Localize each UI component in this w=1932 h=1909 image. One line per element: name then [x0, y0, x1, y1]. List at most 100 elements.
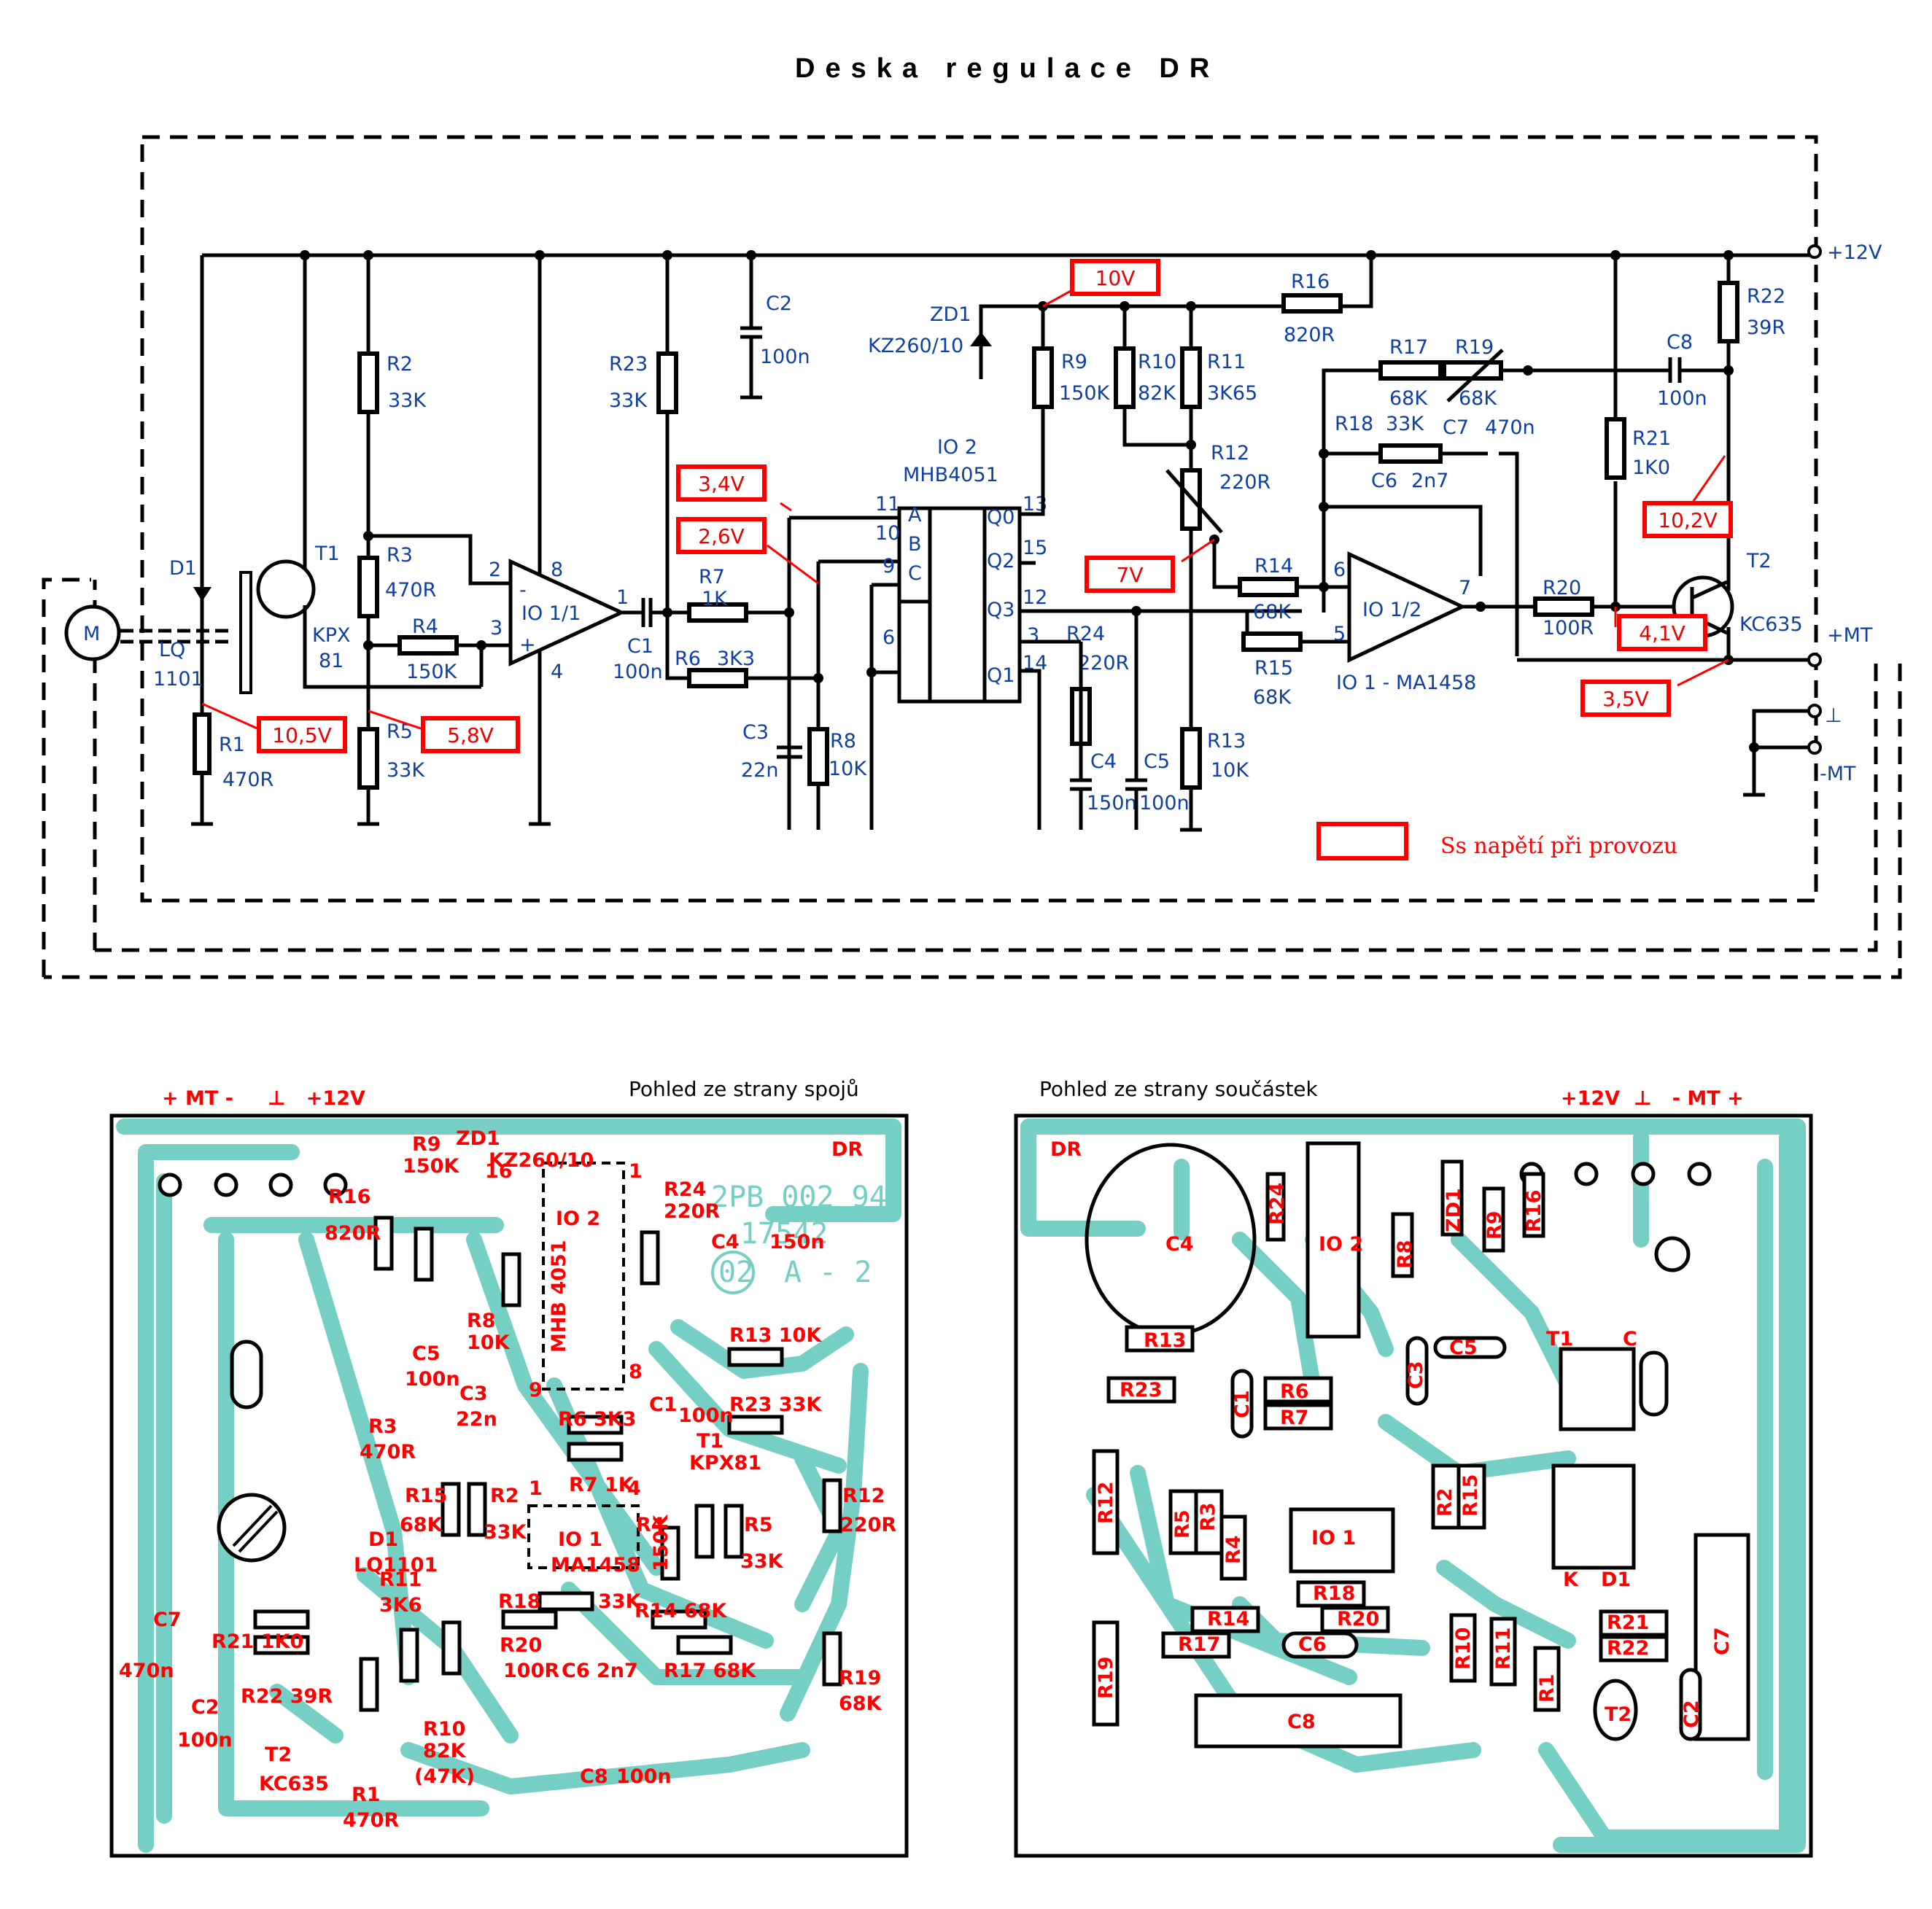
r18-value: 33K	[1386, 413, 1424, 435]
c6-value: 2n7	[1411, 470, 1448, 492]
r6-outline	[567, 1415, 624, 1435]
pad-gnd[interactable]	[268, 1173, 293, 1197]
pad-gnd-r[interactable]	[1574, 1162, 1599, 1186]
pcb-left-label: R5	[744, 1514, 773, 1536]
pad-plus-mt-r[interactable]	[1687, 1162, 1712, 1186]
c2-outline-r	[1679, 1668, 1702, 1741]
pin-4: 4	[551, 661, 563, 683]
pcb-left-label: 16	[485, 1160, 513, 1183]
c4-value: 150n	[1087, 792, 1137, 814]
r11-outline	[399, 1628, 419, 1683]
pin-15: 15	[1023, 537, 1047, 559]
terminal-gnd[interactable]	[1807, 704, 1822, 718]
r24-label: R24	[1066, 623, 1105, 645]
pcb-left-label: R18	[498, 1590, 540, 1613]
pcb-left-label: (47K)	[414, 1765, 475, 1788]
r1	[193, 712, 212, 775]
label-plus-mt: +MT	[1827, 624, 1873, 647]
pcb-right-label: R7	[1280, 1407, 1309, 1429]
r17	[1378, 360, 1443, 381]
zener-icon	[970, 332, 992, 346]
r19-wiper-icon	[1446, 349, 1504, 403]
pcb-right-caption: Pohled ze strany součástek	[1039, 1077, 1319, 1101]
pcb-right: Pohled ze strany součástek +12V ⊥ - MT +…	[1014, 1077, 1813, 1858]
io2-outline	[542, 1162, 625, 1391]
voltage-box-zd	[1070, 259, 1160, 296]
pcb-left-label: 470R	[343, 1809, 399, 1832]
r20-outline-r	[1320, 1606, 1390, 1633]
r13-outline	[727, 1347, 784, 1367]
voltage-box-c	[1642, 501, 1733, 538]
pcb-left-label: 150K	[650, 1515, 672, 1571]
pcb-serial: 17542	[740, 1217, 828, 1251]
pcb-left-traces	[116, 1119, 901, 1853]
r18	[1378, 443, 1443, 464]
voltage-box-b2	[1617, 614, 1707, 651]
pad-plus-mt[interactable]	[158, 1173, 182, 1197]
pcb-right-label: C3	[1405, 1361, 1427, 1389]
r3	[357, 556, 379, 618]
terminal-plus-mt[interactable]	[1807, 653, 1822, 667]
pcb-right-label: R8	[1394, 1240, 1416, 1269]
pad-minus-mt-r[interactable]	[1631, 1162, 1656, 1186]
motor-label: M	[83, 623, 100, 645]
c8-outline-r	[1194, 1693, 1403, 1749]
label-12v: +12V	[1827, 241, 1882, 264]
pcb-right-label: R1	[1536, 1673, 1559, 1703]
c8	[1501, 357, 1729, 383]
pcb-left-label: C4	[711, 1231, 740, 1253]
c2-label: C2	[766, 292, 792, 315]
r12	[1180, 468, 1202, 531]
pad-12v[interactable]	[323, 1173, 348, 1197]
r4	[397, 635, 459, 656]
r9-outline	[414, 1226, 434, 1282]
r1-label: R1	[219, 734, 245, 756]
pcb-left-label: T2	[265, 1743, 292, 1766]
pcb-left-label: R4	[636, 1514, 665, 1536]
pcb-left-label: 68K	[400, 1514, 443, 1536]
voltage-r1: 10,5V	[272, 723, 332, 747]
r24-outline-r	[1265, 1172, 1286, 1242]
pcb-left-label: 100n	[177, 1729, 233, 1751]
pcb-left-label: 4	[627, 1477, 641, 1500]
terminal-minus-mt[interactable]	[1807, 740, 1822, 755]
pcb-right-label: R13	[1144, 1329, 1186, 1352]
pcb-left-label: R11	[379, 1568, 422, 1591]
voltage-zd: 10V	[1095, 266, 1136, 290]
pcb-left-label: 8	[629, 1361, 643, 1383]
c3	[777, 745, 802, 759]
r13	[1180, 727, 1202, 790]
pcb-right-label: R4	[1222, 1535, 1245, 1564]
pin-1: 1	[616, 586, 629, 609]
pcb-left-label: C3	[459, 1383, 488, 1405]
pcb-left-label: C1	[649, 1393, 678, 1416]
pcb-left-label: 33K	[484, 1521, 527, 1544]
r23-outline	[727, 1415, 784, 1435]
pcb-left-label: R22 39R	[241, 1685, 333, 1708]
pcb-right-label: R6	[1280, 1380, 1309, 1403]
terminal-12v[interactable]	[1807, 244, 1822, 259]
pcb-right-label: IO 1	[1311, 1527, 1356, 1550]
pcb-left: + MT - ⊥ +12V Pohled ze strany spojů 2PB…	[109, 1077, 909, 1858]
r11	[1180, 346, 1202, 409]
pcb-left-label: C2	[191, 1696, 220, 1719]
pad-minus-mt[interactable]	[214, 1173, 238, 1197]
pcb-right-terminals: +12V ⊥ - MT +	[1561, 1087, 1744, 1110]
page-title: Deska regulace DR	[795, 53, 1219, 84]
c1-label: C1	[627, 635, 653, 658]
pcb-right-label: C6	[1298, 1633, 1327, 1656]
r14-label: R14	[1254, 555, 1293, 578]
r14-outline	[651, 1609, 707, 1630]
io2-b: B	[908, 533, 922, 556]
voltage-box-r5	[421, 716, 520, 753]
t1-icon	[256, 559, 316, 619]
voltage-callouts: 10,5V 5,8V 3,4V 2,6V 10V 7V 10,2V 4,1V 3…	[201, 259, 1733, 753]
pcb-left-label: 470n	[119, 1660, 174, 1682]
screw-slot	[232, 1504, 279, 1553]
pcb-left-label: C5	[412, 1342, 441, 1365]
r19-label: R19	[1455, 336, 1494, 359]
pin-8: 8	[551, 559, 563, 581]
r2-outline	[467, 1482, 487, 1537]
voltage-base: 4,1V	[1639, 621, 1685, 645]
c2	[740, 255, 762, 400]
